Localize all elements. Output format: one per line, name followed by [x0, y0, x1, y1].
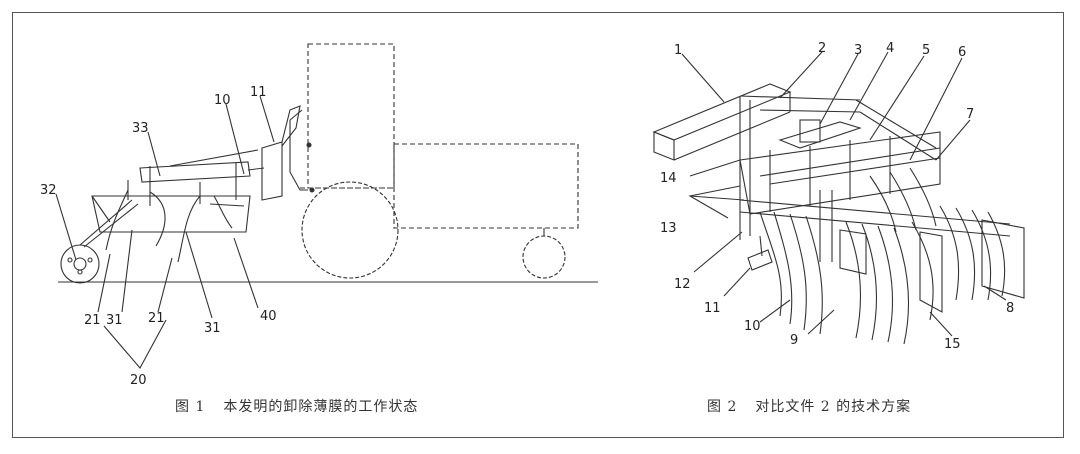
- fig1-label-21b: 21: [148, 311, 165, 326]
- fig2-label-12: 12: [674, 277, 691, 292]
- fig2-label-5: 5: [922, 43, 930, 58]
- fig2-label-4: 4: [886, 41, 894, 56]
- figure1-caption: 图 1 本发明的卸除薄膜的工作状态: [175, 396, 418, 416]
- fig2-label-9: 9: [790, 333, 798, 348]
- fig2-label-14: 14: [660, 171, 677, 186]
- fig2-label-1: 1: [674, 43, 682, 58]
- figure2-caption-number: 图 2: [707, 399, 738, 415]
- fig1-label-31a: 31: [106, 313, 123, 328]
- fig1-label-31b: 31: [204, 321, 221, 336]
- fig2-label-8: 8: [1006, 301, 1014, 316]
- fig1-label-40: 40: [260, 309, 277, 324]
- figure2-labels: 1 2 3 4 5 6 7 14 13 12 11 10 9 15 8: [660, 41, 1014, 352]
- fig2-label-2: 2: [818, 41, 826, 56]
- figure2-drawing: [652, 51, 1025, 345]
- fig1-label-20: 20: [130, 373, 147, 388]
- figure1-labels: 10 11 33 32 21 31 21 31 40 20: [40, 85, 277, 388]
- figure2-caption-text: 对比文件 2 的技术方案: [755, 399, 912, 415]
- fig2-label-10: 10: [744, 319, 761, 334]
- fig2-label-15: 15: [944, 337, 961, 352]
- fig2-label-13: 13: [660, 221, 677, 236]
- fig1-label-33: 33: [132, 121, 149, 136]
- fig2-label-3: 3: [854, 43, 862, 58]
- fig2-label-11: 11: [704, 301, 721, 316]
- figure1-caption-number: 图 1: [175, 399, 206, 415]
- fig2-label-7: 7: [966, 107, 974, 122]
- figure2-caption: 图 2 对比文件 2 的技术方案: [707, 396, 911, 416]
- figure1-caption-text: 本发明的卸除薄膜的工作状态: [223, 399, 419, 415]
- fig2-label-6: 6: [958, 45, 966, 60]
- fig1-label-11: 11: [250, 85, 267, 100]
- fig1-label-21a: 21: [84, 313, 101, 328]
- figure1-drawing: [55, 43, 598, 369]
- fig1-label-32: 32: [40, 183, 57, 198]
- fig1-label-10: 10: [214, 93, 231, 108]
